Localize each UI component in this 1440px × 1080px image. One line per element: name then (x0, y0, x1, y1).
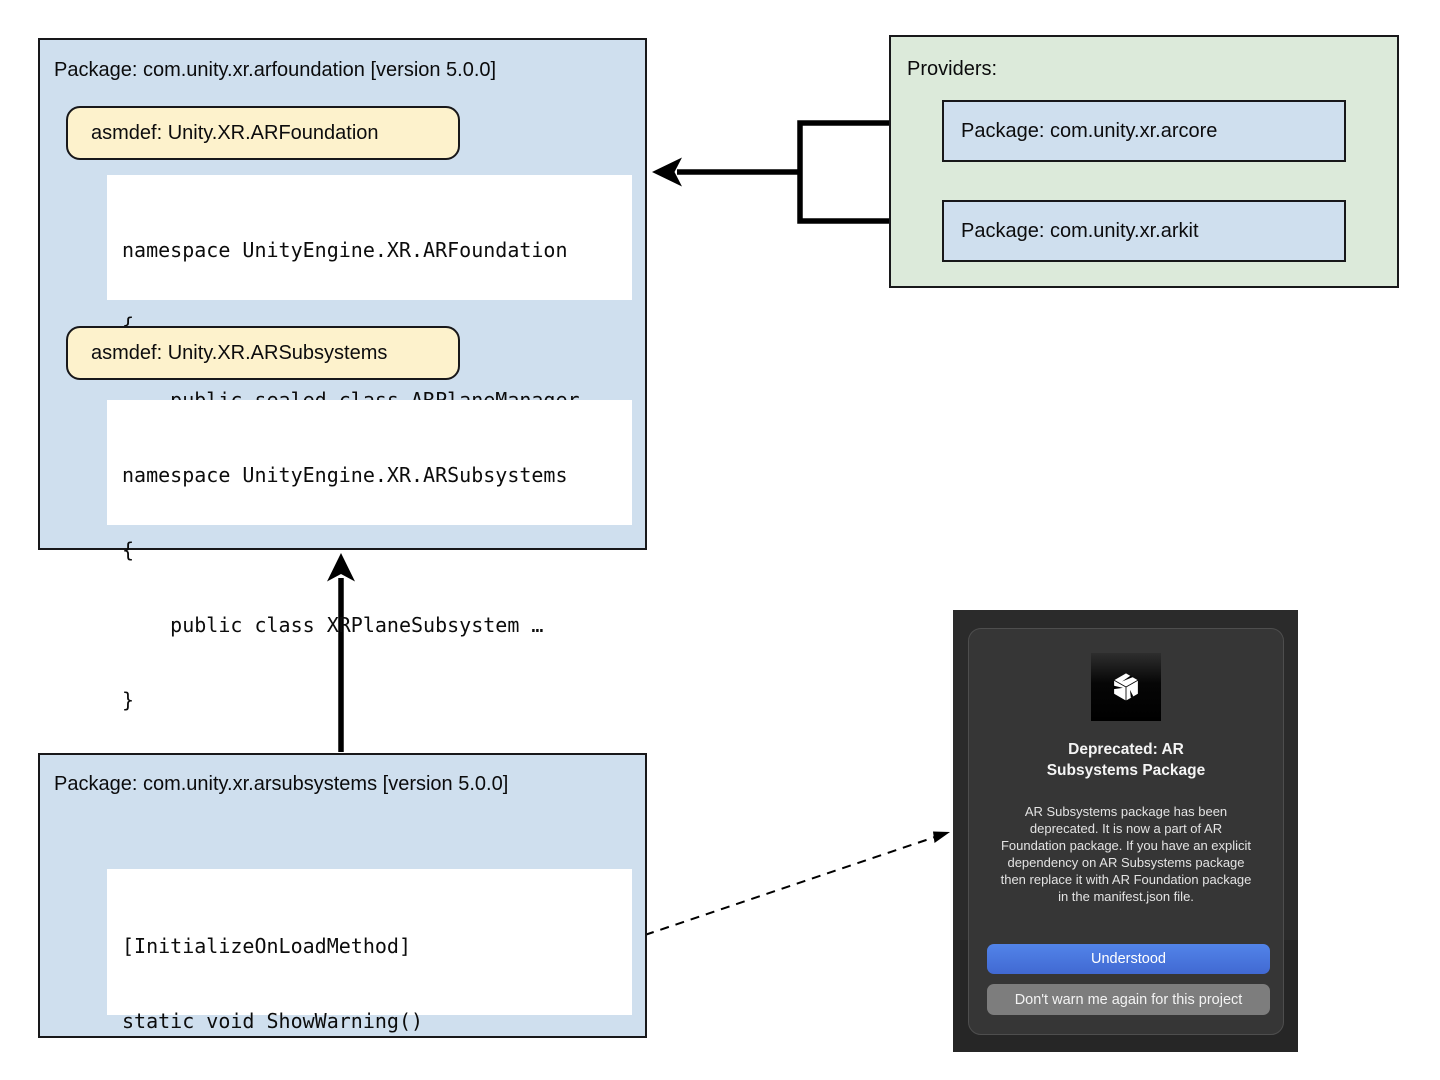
code-line: public class XRPlaneSubsystem … (122, 613, 544, 637)
providers-title: Providers: (907, 58, 998, 80)
understood-button[interactable]: Understood (987, 944, 1270, 974)
arfoundation-package-title: Package: com.unity.xr.arfoundation [vers… (54, 59, 497, 81)
code-line: static void ShowWarning() (122, 1009, 424, 1033)
dialog-body-text: AR Subsystems package has been deprecate… (1000, 804, 1252, 904)
showwarning-to-dialog-dashed-arrow (629, 835, 939, 941)
code-line: namespace UnityEngine.XR.ARFoundation (122, 238, 568, 262)
dashed-arrowhead-icon (933, 831, 950, 843)
asmdef-arsubsystems-badge: asmdef: Unity.XR.ARSubsystems (66, 326, 460, 380)
arsubsystems-package-title: Package: com.unity.xr.arsubsystems [vers… (54, 773, 509, 795)
code-line: { (122, 538, 135, 562)
arcore-package-box: Package: com.unity.xr.arcore (942, 100, 1346, 162)
providers-bracket-connector (797, 120, 893, 224)
arsubsystems-code-block: namespace UnityEngine.XR.ARSubsystems { … (107, 400, 632, 712)
unity-logo-icon (1113, 673, 1138, 701)
providers-box: Providers: Package: com.unity.xr.arcore … (889, 35, 1399, 288)
code-line: [InitializeOnLoadMethod] (122, 934, 411, 958)
dialog-title: Deprecated: AR Subsystems Package (1046, 741, 1206, 779)
arkit-package-box: Package: com.unity.xr.arkit (942, 200, 1346, 262)
unity-logo-tile (1091, 653, 1161, 721)
left-arrowhead-icon (652, 157, 682, 187)
arkit-package-label: Package: com.unity.xr.arkit (961, 219, 1199, 242)
arfoundation-package-box: Package: com.unity.xr.arfoundation [vers… (38, 38, 647, 712)
asmdef-arsubsystems-label: asmdef: Unity.XR.ARSubsystems (91, 341, 388, 364)
arfoundation-code-block: namespace UnityEngine.XR.ARFoundation { … (107, 175, 632, 487)
dialog-panel: Deprecated: AR Subsystems Package AR Sub… (968, 628, 1284, 1035)
code-line: } (122, 688, 135, 712)
arsubsystems-package-box: Package: com.unity.xr.arsubsystems [vers… (38, 753, 647, 1038)
code-line: namespace UnityEngine.XR.ARSubsystems (122, 463, 568, 487)
asmdef-arfoundation-label: asmdef: Unity.XR.ARFoundation (91, 121, 379, 144)
unity-deprecation-dialog: Deprecated: AR Subsystems Package AR Sub… (953, 610, 1298, 1052)
arcore-package-label: Package: com.unity.xr.arcore (961, 119, 1218, 142)
showwarning-code-block: [InitializeOnLoadMethod] static void Sho… (107, 869, 632, 1033)
asmdef-arfoundation-badge: asmdef: Unity.XR.ARFoundation (66, 106, 460, 160)
dont-warn-again-button[interactable]: Don't warn me again for this project (987, 984, 1270, 1015)
